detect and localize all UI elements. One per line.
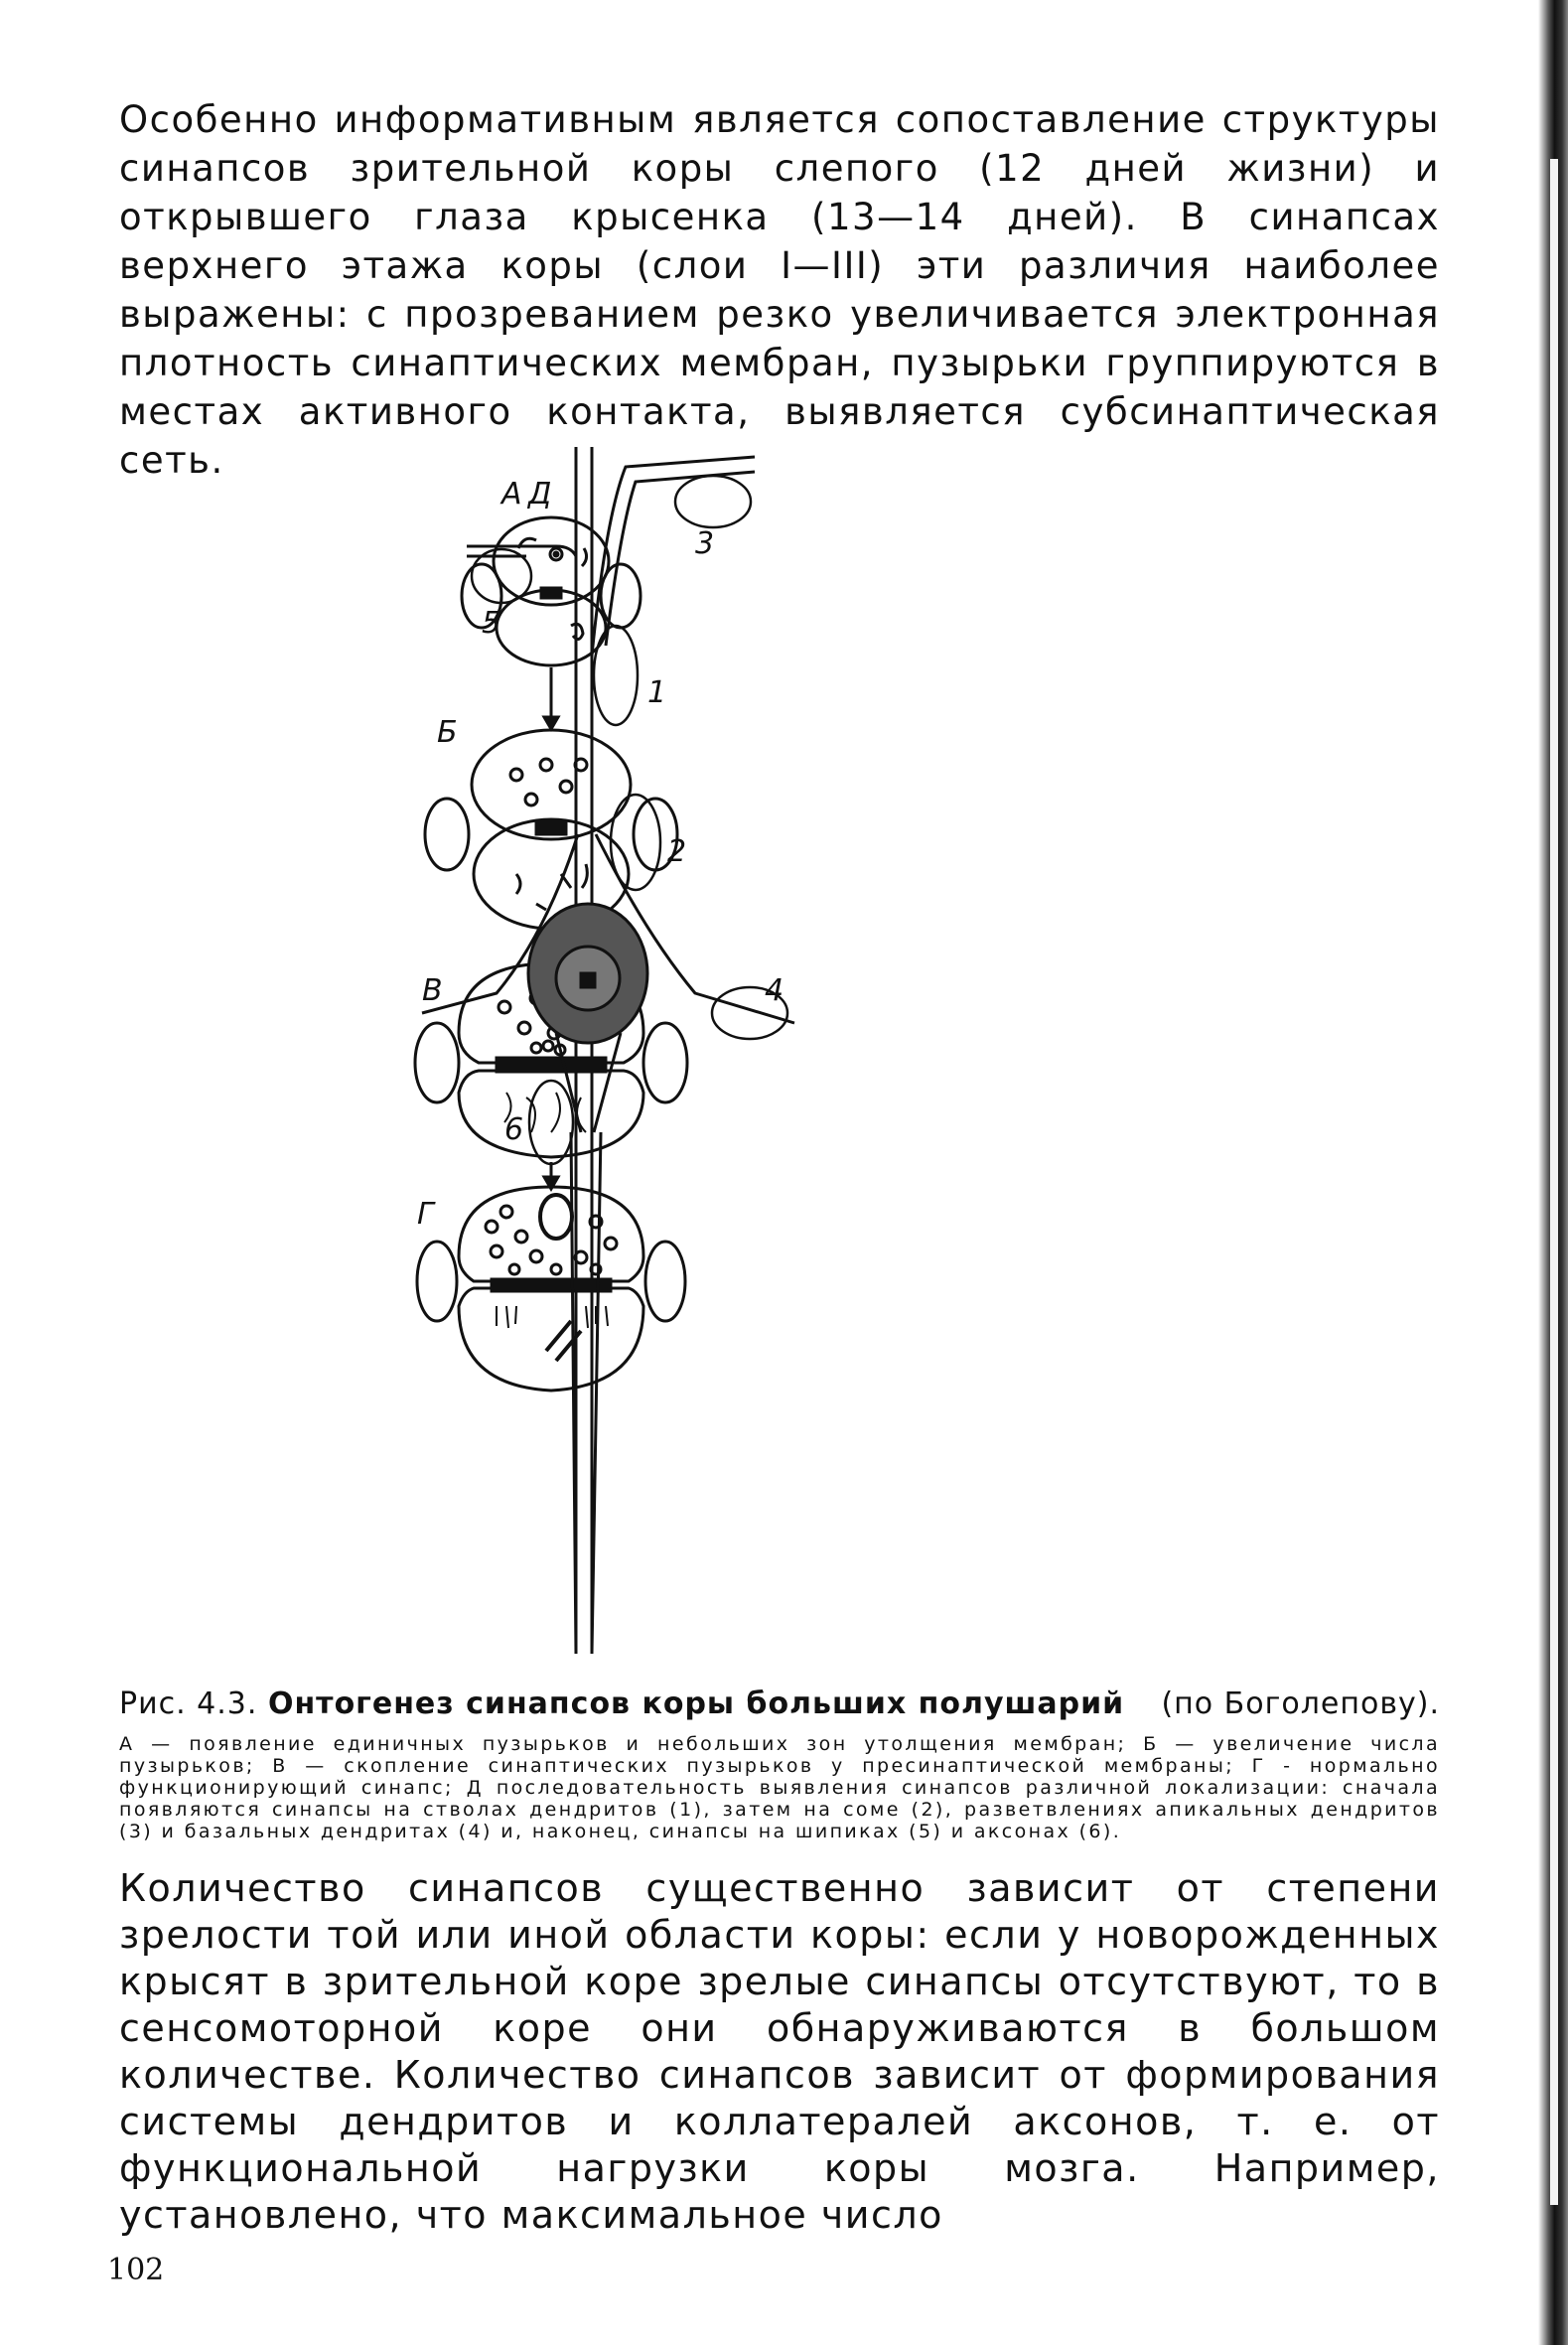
stage-v-drawing (413, 961, 689, 1159)
stage-g-drawing (415, 1185, 687, 1392)
figure-caption-title: Рис. 4.3. Онтогенез синапсов коры больши… (119, 1686, 1440, 1721)
figure-4-3: А Б В Г Д 1 2 3 4 5 6 (397, 437, 1172, 1669)
label-stage-v: В (422, 973, 443, 1008)
caption-prefix: Рис. 4.3. (119, 1686, 258, 1721)
page-number: 102 (107, 2253, 165, 2287)
label-site-6: 6 (504, 1112, 524, 1147)
neuron-drawing (421, 447, 795, 1655)
figure-caption-body: А — появление единичных пузырьков и небо… (119, 1733, 1440, 1842)
synapse-ontogenesis-drawing (413, 447, 795, 1655)
label-stage-a: А (501, 477, 522, 512)
label-site-5: 5 (482, 606, 501, 641)
synapse-sites (470, 474, 789, 1166)
label-stage-g: Г (417, 1197, 434, 1232)
paragraph-top: Особенно информативным является сопостав… (119, 98, 1440, 482)
caption-title-text: Онтогенез синапсов коры больших полушари… (267, 1686, 1125, 1721)
label-site-4: 4 (765, 973, 784, 1008)
label-site-1: 1 (647, 675, 667, 710)
label-site-2: 2 (667, 834, 687, 869)
label-site-3: 3 (695, 526, 715, 561)
paragraph-bottom: Количество синапсов существенно зависит … (119, 1866, 1440, 2237)
stage-b-drawing (423, 728, 679, 931)
label-stage-b: Б (437, 715, 458, 750)
caption-author: (по Боголепову). (1161, 1686, 1440, 1721)
page-edge-gap (1550, 159, 1558, 2205)
label-neuron-d: Д (528, 477, 552, 512)
